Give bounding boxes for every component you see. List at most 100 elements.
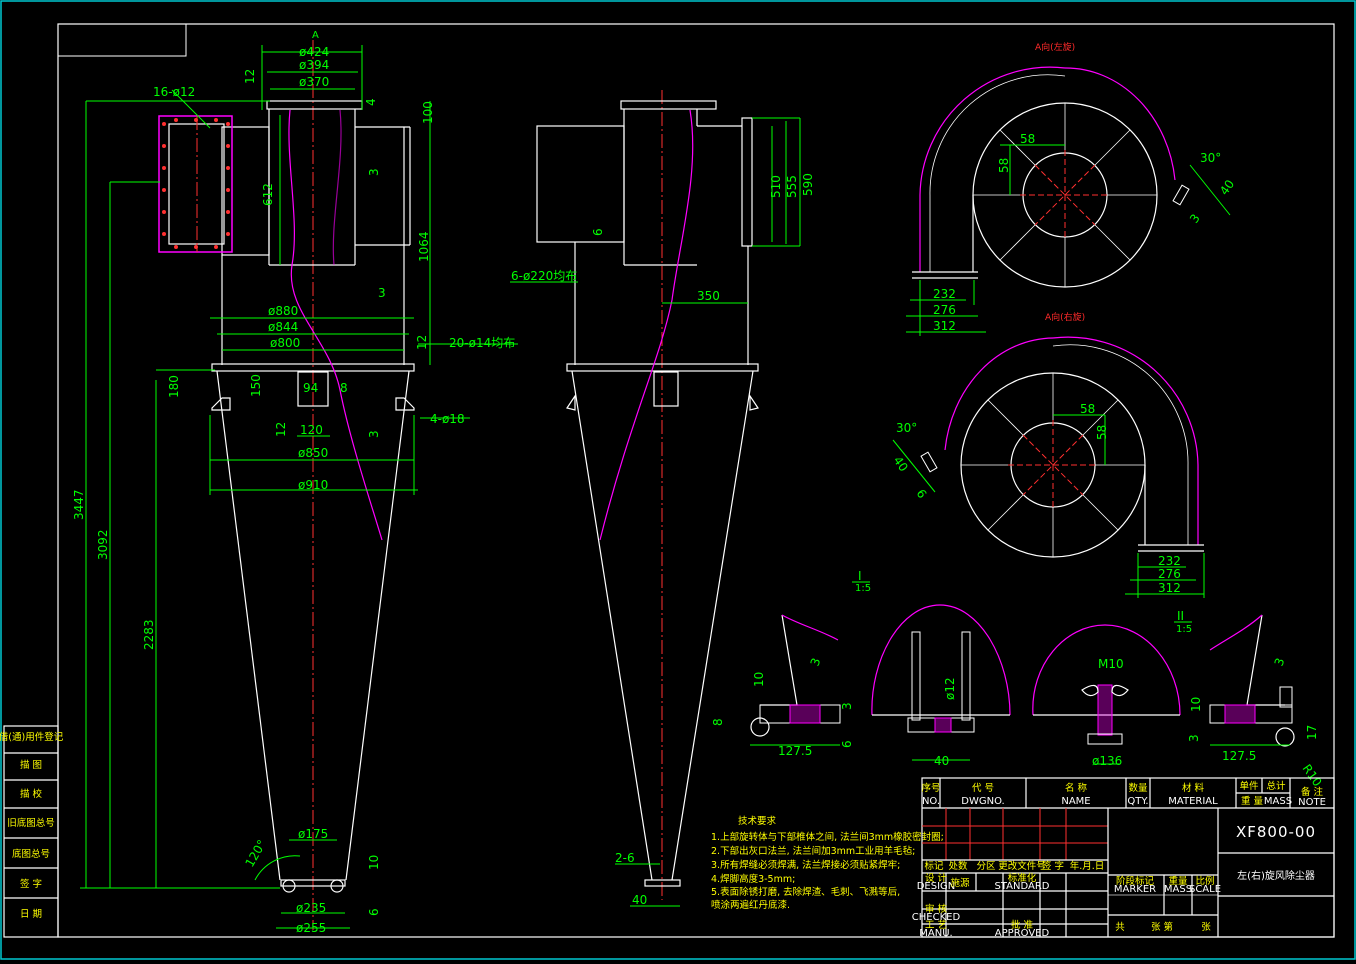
front-view [158,40,415,930]
tech-req-title: 技术要求 [738,815,777,827]
header-unit: 单件 [1239,780,1259,792]
dim-text: 3092 [96,529,110,560]
dim-text: 350 [697,289,720,303]
header-name-en: NAME [1061,796,1090,807]
dim-text: 58 [1080,402,1095,416]
role-check: 审 核 [925,903,948,915]
dim-text: 120° [242,837,269,869]
dim-text: 12 [243,69,257,84]
dim-text: 232 [1158,554,1181,568]
dim-text: 12 [274,422,288,437]
dim-text: 276 [933,303,956,317]
role-design: 设 计 [925,872,948,884]
dim-text: 20-ø14均布 [449,336,515,350]
view-a-left-label: A向(左旋) [1035,41,1075,53]
dim-text: 127.5 [1222,749,1256,763]
dim-text: 3447 [72,489,86,520]
dim-text: ø235 [296,901,326,915]
role-design-en: DESIGN [917,881,956,892]
dim-text: ø424 [299,45,329,59]
side-record-label: 旧底图总号 [7,817,55,829]
dim-text: ø175 [298,827,328,841]
standardization-en: STANDARD [994,881,1049,892]
title-block: 序号 NO. 代 号 DWGNO. 名 称 NAME 数量 QTY. 材 料 M… [912,777,1335,939]
rev-count: 处数 [948,860,968,872]
tech-req-item: 1.上部旋转体与下部椎体之间, 法兰间3mm橡胶密封圈; [711,831,944,843]
dim-text: 3 [367,430,381,438]
dim-text: ø12 [943,677,957,700]
header-material: 材 料 [1182,782,1205,794]
view-a-right-label: A向(右旋) [1045,311,1085,323]
mass-label-en: MASS [1164,884,1192,895]
dim-text: ø136 [1092,754,1122,768]
dim-text: 3 [1272,656,1288,668]
dim-text: ø394 [299,58,329,72]
sheet-total-label: 共 [1115,922,1125,933]
header-code: 代 号 [972,783,994,794]
tech-req-item: 5.表面除锈打磨, 去除焊渣、毛刺、飞溅等后, [711,886,900,898]
dim-text: 6 [840,740,854,748]
dim-text: 6 [367,908,381,916]
role-process-en: MANU. [919,928,952,939]
dim-text: 40 [891,454,911,475]
dim-text: 10 [367,855,381,870]
dim-text: 40 [1217,177,1237,198]
detail-2-label: II [1177,609,1184,623]
dim-text: 30° [896,421,917,435]
dim-text: 2-6 [615,851,635,865]
dim-text: 150 [249,374,263,397]
drawing-number: XF800-00 [1236,823,1316,841]
dim-text: 1064 [417,231,431,262]
header-name: 名 称 [1065,782,1088,794]
tech-req-item: 2.下部出灰口法兰, 法兰间加3mm工业用羊毛毡; [711,845,915,857]
view-a-right-hand: A向(右旋) 58 58 30° 40 [891,311,1205,598]
rev-mark: 标记 [924,860,944,872]
dim-text: 8 [340,381,348,395]
tech-req-item: 3.所有焊缝必须焊满, 法兰焊接必须贴紧焊牢; [711,859,900,871]
dim-text: 40 [934,754,949,768]
dim-text: 3 [1187,211,1203,225]
side-record-label: 描 图 [20,759,42,771]
rev-doc: 更改文件号 [998,860,1046,872]
rev-date: 年.月.日 [1070,860,1105,872]
front-dimension-lines [80,45,518,929]
dim-text: 4-ø18 [430,412,465,426]
dim-text: 8 [711,718,725,726]
dim-text: 127.5 [778,744,812,758]
dim-text: 40 [632,893,647,907]
side-record-label: 底图总号 [12,848,50,860]
dim-text: 590 [801,173,815,196]
dim-text: ø910 [298,478,328,492]
header-seq-en: NO. [922,796,940,807]
dim-text: ø255 [296,921,326,935]
mass-label: 重量 [1168,875,1188,887]
dim-text: 120 [300,423,323,437]
dim-text: M10 [1098,657,1124,671]
stage-marker-en: MARKER [1114,884,1156,895]
dim-text: 510 [769,175,783,198]
side-record-column: 借(通)用件登记 描 图 描 校 旧底图总号 底图总号 签 字 日 期 [0,725,64,938]
detail-1-label: I [858,569,862,583]
header-weight: 重 量 [1241,795,1264,807]
dim-text: 3 [840,702,854,710]
drawing-frame [57,23,1335,938]
role-process: 工 艺 [925,920,947,931]
side-dimension-texts: 6 6-ø220均布 350 510 555 590 2-6 40 [511,173,815,907]
technical-requirements: 技术要求 1.上部旋转体与下部椎体之间, 法兰间3mm橡胶密封圈; 2.下部出灰… [711,815,944,911]
detail-2-scale: 1:5 [1176,624,1192,635]
dim-text: 30° [1200,151,1221,165]
dim-text: 16-ø12 [153,85,195,99]
dim-text: 612 [261,183,275,206]
header-seq: 序号 [921,782,940,794]
dim-text: ø850 [298,446,328,460]
dim-text: 12 [415,335,429,350]
dim-text: 312 [1158,581,1181,595]
header-note-en: NOTE [1298,797,1326,808]
dim-text: 6-ø220均布 [511,269,577,283]
dim-text: ø370 [299,75,329,89]
dim-text: 4 [364,98,378,106]
header-qty-en: QTY. [1127,796,1148,807]
